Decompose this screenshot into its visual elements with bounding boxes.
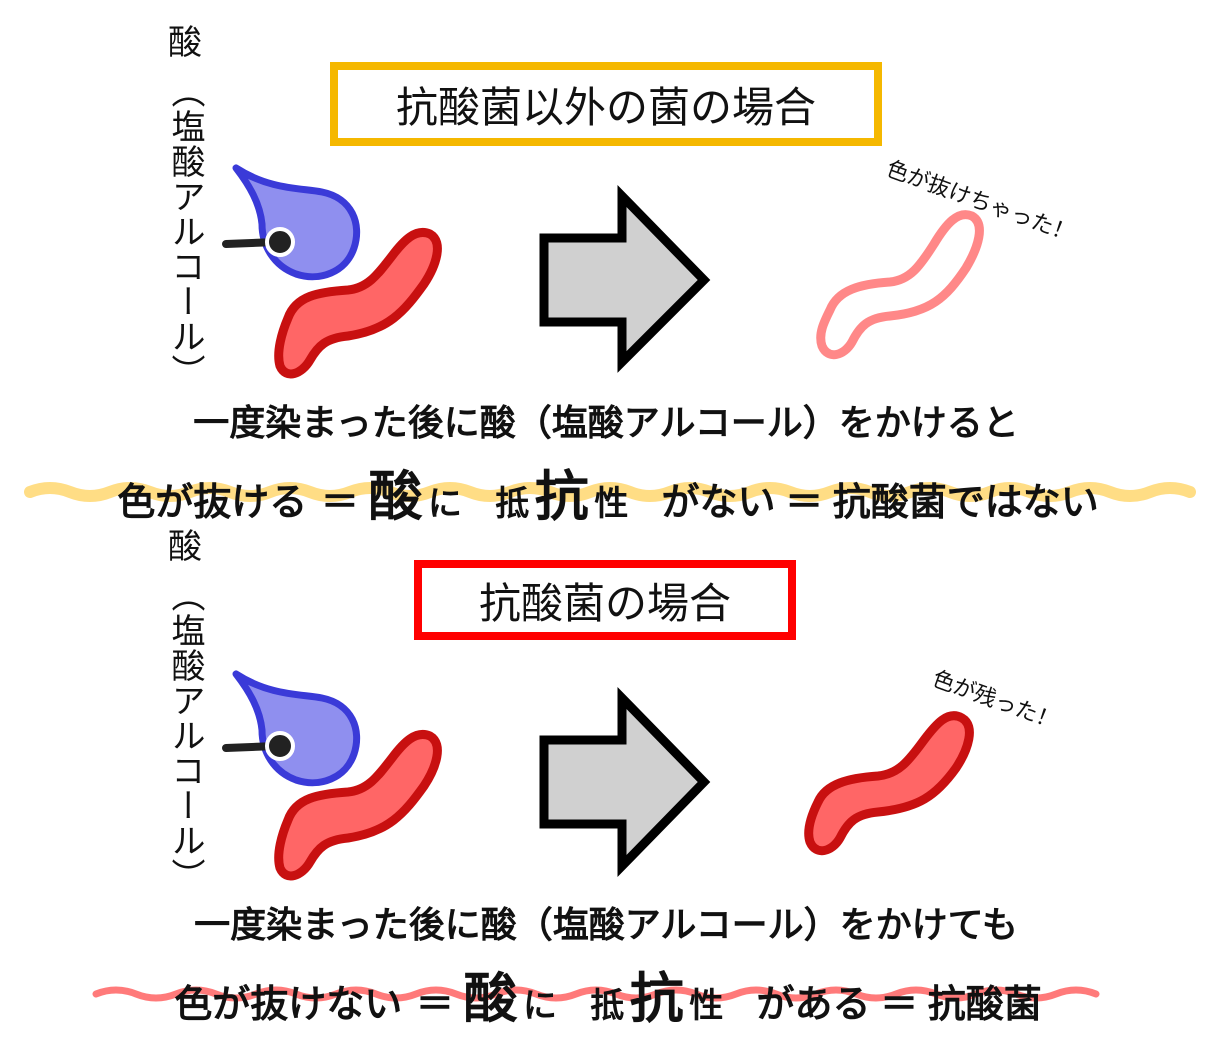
non-acid-fast-title: 抗酸菌以外の菌の場合 [395, 82, 816, 132]
result-not-acid-fast: 抗酸菌ではない [832, 480, 1099, 524]
result-highlight-red [92, 986, 1100, 1002]
keyword-sei: 性 [594, 484, 629, 524]
non-acid-fast-panel: 酸 （塩酸アルコール） 抗酸菌以外の菌の場合 色が抜けちゃった！ 一度染まった後… [24, 26, 1196, 528]
stained-bacterium-icon [274, 228, 442, 379]
top-illustration [24, 164, 1196, 502]
result-line: 色が抜けない ＝ 酸 に 抵 抗 性 がある ＝ 抗酸菌 [0, 954, 1212, 1033]
result-acid-fast: 抗酸菌 [927, 982, 1042, 1026]
process-sentence: 一度染まった後に酸（塩酸アルコール）をかけると [193, 403, 1019, 444]
equals-sign: ＝ [880, 982, 919, 1026]
acid-drop-icon [222, 164, 361, 281]
result-none: がない [661, 480, 776, 524]
equals-sign: ＝ [320, 480, 359, 524]
acid-fast-title-box: 抗酸菌の場合 [414, 560, 796, 640]
acid-label-main: 酸 [168, 527, 202, 567]
result-color-kept: 色が抜けない [174, 982, 403, 1026]
equals-sign: ＝ [415, 982, 454, 1026]
acid-label-paren: （塩酸アルコール） [165, 578, 205, 893]
keyword-kou: 抗 [534, 465, 589, 528]
acid-label: 酸 （塩酸アルコール） [160, 26, 210, 389]
acid-label-paren: （塩酸アルコール） [165, 74, 205, 389]
acid-label: 酸 （塩酸アルコール） [160, 530, 210, 893]
acid-drop-icon [222, 670, 361, 787]
keyword-acid: 酸 [368, 465, 423, 528]
process-sentence: 一度染まった後に酸（塩酸アルコール）をかけても [194, 905, 1018, 946]
equals-sign: ＝ [785, 480, 824, 524]
result-color-lost: 色が抜ける [117, 480, 308, 524]
faded-bacterium-icon [816, 210, 984, 360]
stained-bacterium-result-icon [804, 711, 974, 856]
process-arrow-icon [539, 686, 711, 878]
keyword-kou: 抗 [629, 967, 684, 1030]
result-has: がある [756, 982, 871, 1026]
acid-fast-title: 抗酸菌の場合 [478, 578, 731, 628]
keyword-acid: 酸 [463, 967, 518, 1030]
acid-fast-panel: 酸 （塩酸アルコール） 抗酸菌の場合 色が残った！ 一度染まった後に酸（塩酸アル… [0, 500, 1212, 1030]
non-acid-fast-title-box: 抗酸菌以外の菌の場合 [330, 62, 882, 146]
bottom-illustration [92, 670, 1100, 1002]
keyword-tei: 抵 [495, 484, 530, 524]
keyword-sei: 性 [689, 986, 724, 1026]
stained-bacterium-icon [274, 730, 442, 881]
keyword-tei: 抵 [590, 986, 625, 1026]
keyword-ni: に [428, 484, 463, 524]
result-highlight-yellow [24, 482, 1196, 502]
acid-label-main: 酸 [168, 23, 202, 63]
keyword-ni: に [523, 986, 558, 1026]
result-line: 色が抜ける ＝ 酸 に 抵 抗 性 がない ＝ 抗酸菌ではない [0, 452, 1212, 531]
process-arrow-icon [539, 184, 711, 373]
